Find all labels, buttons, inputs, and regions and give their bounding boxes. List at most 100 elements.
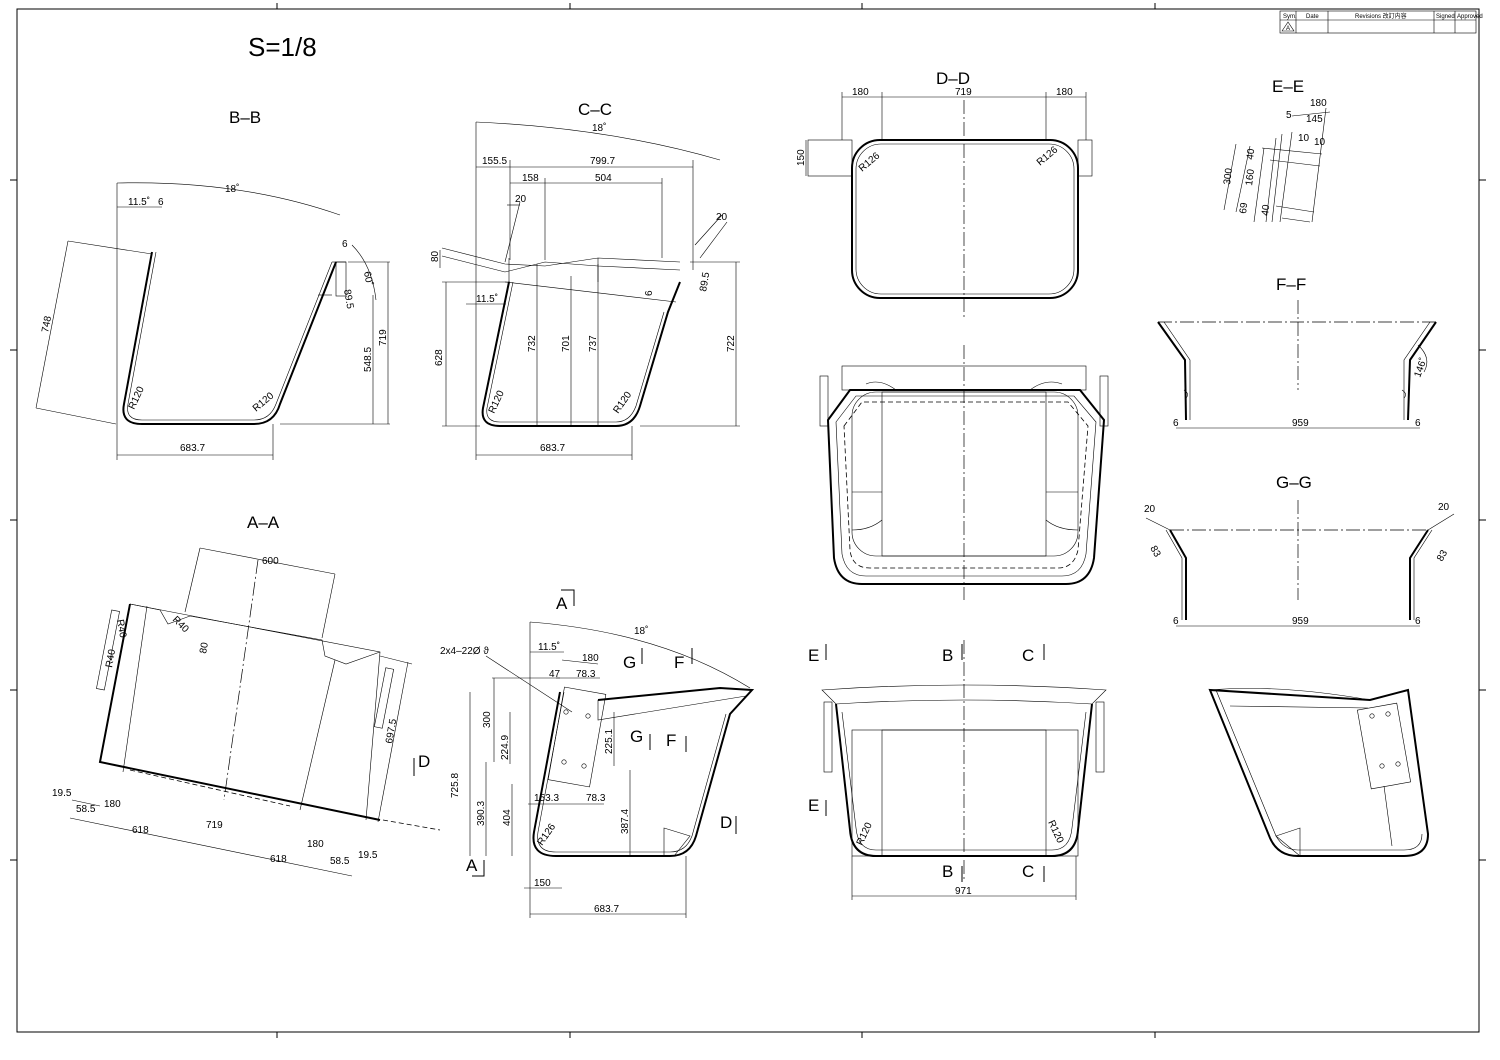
cc-profile — [481, 281, 681, 427]
bb-ang60: 60˚ — [361, 270, 375, 286]
dd-d150: 150 — [796, 149, 807, 166]
bb-d89: 89.5 — [341, 289, 355, 311]
aa-d180a: 180 — [104, 799, 121, 810]
cc-d737: 737 — [588, 335, 599, 352]
side-d3874: 387.4 — [620, 809, 631, 834]
rev-header-revisions: Revisions 改訂内容 — [1355, 12, 1407, 20]
cc-d701: 701 — [561, 335, 572, 352]
section-dd: D–D 180 719 180 150 R126 R126 — [796, 69, 1093, 320]
cc-width: 683.7 — [540, 443, 565, 454]
bb-profile — [122, 251, 337, 425]
ff-d6a: 6 — [1173, 418, 1179, 429]
mark-c-top: C — [1022, 646, 1034, 665]
ff-d959: 959 — [1292, 418, 1309, 429]
bb-width: 683.7 — [180, 443, 205, 454]
section-bb: B–B 683.7 18˚ 11.5˚ 6 748 548.5 719 6 60… — [35, 108, 390, 460]
dd-d719: 719 — [955, 87, 972, 98]
aa-d585a: 58.5 — [76, 804, 96, 815]
bb-angle: 18˚ — [225, 183, 239, 195]
ee-d69: 69 — [1238, 202, 1250, 215]
cc-d20b: 20 — [716, 212, 728, 223]
aa-r40c: R40 — [104, 648, 118, 668]
right-side-view — [1208, 688, 1430, 857]
mark-a-top: A — [556, 594, 568, 613]
section-ff: F–F 6 959 6 146˚ — [1157, 275, 1437, 429]
section-ee-title: E–E — [1272, 77, 1304, 96]
side-d47: 47 — [549, 669, 561, 680]
ee-d10b: 10 — [1314, 137, 1326, 148]
ff-ang: 146˚ — [1412, 356, 1430, 379]
mark-d-right: D — [720, 813, 732, 832]
mark-d-left: D — [418, 752, 430, 771]
dd-body — [851, 139, 1079, 299]
aa-d618a: 618 — [132, 825, 149, 836]
bb-a1: 11.5˚ — [128, 196, 150, 208]
cc-d155: 155.5 — [482, 156, 507, 167]
mark-c-bottom: C — [1022, 862, 1034, 881]
cc-d799: 799.7 — [590, 156, 615, 167]
side-width: 683.7 — [594, 904, 619, 915]
cc-d732: 732 — [527, 335, 538, 352]
cc-d504: 504 — [595, 173, 612, 184]
ff-d6b: 6 — [1415, 418, 1421, 429]
ee-d160: 160 — [1244, 168, 1257, 186]
side-d2251: 225.1 — [604, 729, 615, 754]
mark-b-bottom: B — [942, 862, 953, 881]
gg-d20a: 20 — [1144, 504, 1156, 515]
rev-header-approved: Approved — [1457, 14, 1483, 20]
section-cc-title: C–C — [578, 100, 612, 119]
ee-d145: 145 — [1306, 114, 1323, 125]
section-aa: A–A 600 R40 R40 R40 80 697.5 19.5 58.5 1… — [52, 513, 441, 877]
aa-r40b: R40 — [170, 614, 191, 635]
side-d404: 404 — [502, 809, 513, 826]
aa-d719: 719 — [206, 820, 223, 831]
section-gg-title: G–G — [1276, 473, 1312, 492]
bb-d748: 748 — [40, 315, 54, 334]
side-d2249: 224.9 — [500, 735, 511, 760]
rev-header-date: Date — [1306, 14, 1319, 20]
rev-header-sym: Sym. — [1283, 14, 1297, 20]
cc-d722: 722 — [726, 335, 737, 352]
front-r2: R120 — [1045, 819, 1065, 846]
mark-b-top: B — [942, 646, 953, 665]
ee-d5: 5 — [1286, 110, 1292, 121]
side-a1: 11.5˚ — [538, 641, 560, 653]
bb-d6b: 6 — [342, 239, 348, 250]
section-aa-title: A–A — [247, 513, 280, 532]
cc-r1: R120 — [487, 389, 507, 416]
side-view: 683.7 18˚ 11.5˚ 180 2x4–22Ø ϑ 47 78.3 30… — [440, 621, 755, 918]
cc-d89: 89.5 — [698, 271, 712, 293]
cc-r2: R120 — [611, 389, 634, 415]
mark-e-mid: E — [808, 796, 819, 815]
ee-d300: 300 — [1222, 167, 1235, 185]
bb-d6: 6 — [158, 197, 164, 208]
front-view: 971 R120 R120 — [821, 640, 1107, 900]
cc-d6: 6 — [644, 290, 655, 296]
section-ee: E–E 180 5 145 10 10 40 300 160 69 40 — [1222, 77, 1331, 223]
side-d3903: 390.3 — [476, 801, 487, 826]
side-r: R126 — [535, 821, 558, 847]
section-gg: G–G 20 20 83 83 6 959 6 — [1144, 473, 1455, 627]
sheet-border — [10, 3, 1486, 1038]
aa-d618b: 618 — [270, 854, 287, 865]
bb-r1: R120 — [127, 385, 147, 412]
aa-d585b: 58.5 — [330, 856, 350, 867]
side-d783a: 78.3 — [576, 669, 596, 680]
mark-f-top: F — [674, 653, 684, 672]
front-r1: R120 — [855, 821, 875, 848]
mark-g-top: G — [623, 653, 636, 672]
side-angle: 18˚ — [634, 625, 648, 637]
cc-d158: 158 — [522, 173, 539, 184]
mark-a-bottom: A — [466, 856, 478, 875]
dd-r2: R126 — [1035, 144, 1061, 168]
revision-triangle-icon — [1281, 21, 1295, 32]
mark-g-mid: G — [630, 727, 643, 746]
aa-d80: 80 — [198, 641, 211, 654]
mark-f-mid: F — [666, 731, 676, 750]
gg-d20b: 20 — [1438, 502, 1450, 513]
side-d783b: 78.3 — [586, 793, 606, 804]
ee-d180: 180 — [1310, 98, 1327, 109]
aa-d600: 600 — [262, 556, 279, 567]
section-markers: A A G F G F D D E B C E B C — [413, 589, 1045, 882]
